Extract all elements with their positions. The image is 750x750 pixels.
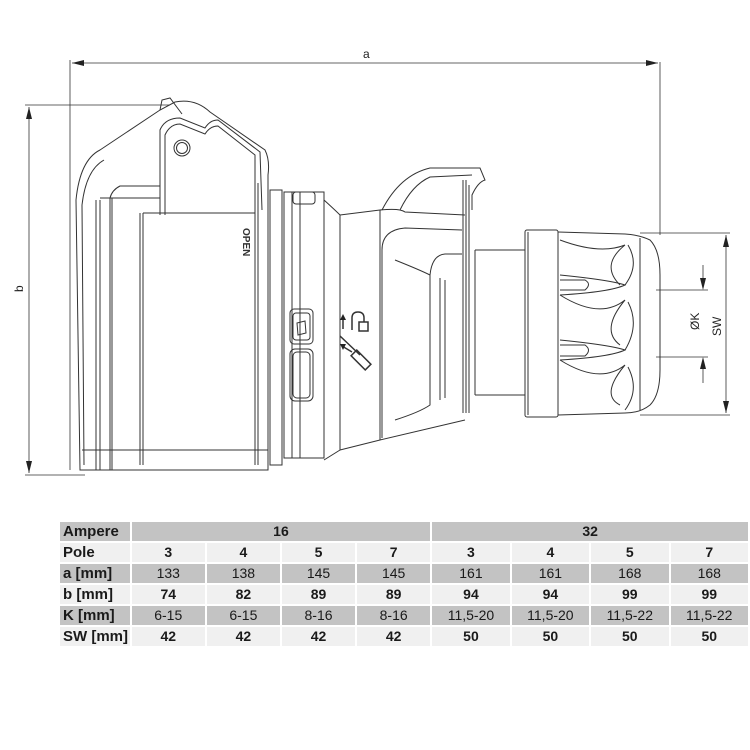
table-cell: 50	[670, 627, 748, 646]
row-label: K [mm]	[60, 606, 130, 625]
table-cell: 82	[206, 585, 280, 604]
table-cell: 4	[511, 543, 590, 562]
table-row: b [mm] 74 82 89 89 94 94 99 99	[60, 585, 748, 604]
table-cell: 94	[511, 585, 590, 604]
table-cell: 11,5-20	[511, 606, 590, 625]
table-cell: 42	[206, 627, 280, 646]
locking-ring	[269, 189, 341, 466]
unlock-screwdriver-icon	[339, 311, 372, 371]
table-cell: 50	[432, 627, 510, 646]
table-cell: 50	[511, 627, 590, 646]
table-cell: 168	[591, 564, 669, 583]
table-cell: 5	[281, 543, 356, 562]
row-label: a [mm]	[60, 564, 130, 583]
label-sw: SW	[710, 316, 724, 336]
open-label: OPEN	[240, 228, 251, 256]
table-cell: 42	[281, 627, 356, 646]
cable-gland-body	[339, 167, 525, 451]
table-row-ampere: Ampere 16 32	[60, 522, 748, 541]
gland-nut	[524, 229, 661, 418]
table-cell: 3	[432, 543, 510, 562]
table-cell: 8-16	[357, 606, 431, 625]
table-cell: 50	[591, 627, 669, 646]
group-16a: 16	[131, 522, 431, 541]
table-cell: 7	[357, 543, 431, 562]
row-label: Pole	[60, 543, 130, 562]
table-cell: 5	[591, 543, 669, 562]
table-cell: 7	[670, 543, 748, 562]
table-cell: 145	[281, 564, 356, 583]
table-cell: 89	[281, 585, 356, 604]
table-cell: 6-15	[206, 606, 280, 625]
group-32a: 32	[432, 522, 748, 541]
row-label: SW [mm]	[60, 627, 130, 646]
table-cell: 94	[432, 585, 510, 604]
table-cell: 6-15	[131, 606, 205, 625]
lock-button	[289, 308, 314, 345]
dimension-sw-k	[640, 232, 730, 416]
technical-drawing: OPEN	[12, 47, 730, 476]
table-cell: 11,5-20	[432, 606, 510, 625]
table-row: a [mm] 133 138 145 145 161 161 168 168	[60, 564, 748, 583]
table-cell: 99	[670, 585, 748, 604]
table-cell: 11,5-22	[670, 606, 748, 625]
table-row: SW [mm] 42 42 42 42 50 50 50 50	[60, 627, 748, 646]
label-a: a	[363, 47, 370, 61]
dimension-b	[25, 104, 170, 476]
table-cell: 8-16	[281, 606, 356, 625]
dimensions-table: Ampere 16 32 Pole 3 4 5 7 3 4 5 7 a [mm]…	[58, 520, 750, 648]
table-cell: 161	[432, 564, 510, 583]
table-cell: 42	[357, 627, 431, 646]
table-cell: 161	[511, 564, 590, 583]
row-label: Ampere	[60, 522, 130, 541]
socket-body	[75, 97, 270, 471]
table-cell: 4	[206, 543, 280, 562]
table-cell: 133	[131, 564, 205, 583]
row-label: b [mm]	[60, 585, 130, 604]
dimension-a	[69, 60, 661, 470]
table-cell: 42	[131, 627, 205, 646]
table-cell: 11,5-22	[591, 606, 669, 625]
table-cell: 3	[131, 543, 205, 562]
table-cell: 89	[357, 585, 431, 604]
table-cell: 138	[206, 564, 280, 583]
table-row: K [mm] 6-15 6-15 8-16 8-16 11,5-20 11,5-…	[60, 606, 748, 625]
table-cell: 168	[670, 564, 748, 583]
table-cell: 99	[591, 585, 669, 604]
table-cell: 145	[357, 564, 431, 583]
table-cell: 74	[131, 585, 205, 604]
label-b: b	[12, 285, 26, 292]
table-row: Pole 3 4 5 7 3 4 5 7	[60, 543, 748, 562]
label-k: ØK	[688, 313, 702, 330]
